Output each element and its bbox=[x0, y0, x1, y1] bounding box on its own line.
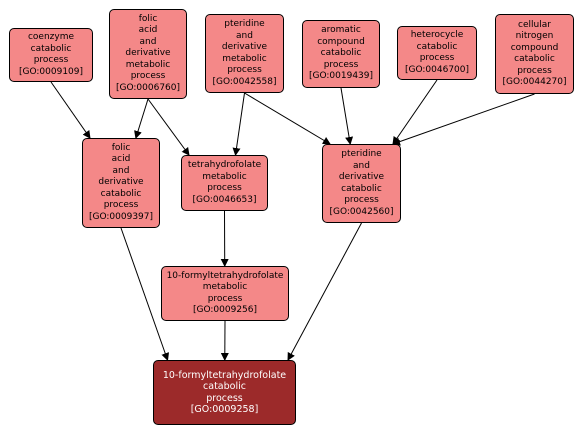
node-label-line: pteridine bbox=[341, 149, 382, 159]
node-label-line: process bbox=[344, 195, 379, 205]
node-label-line: derivative bbox=[125, 48, 171, 59]
node-label-line: folic bbox=[138, 13, 158, 24]
edge-n5-to-n9 bbox=[392, 79, 438, 145]
node-label-line: tetrahydrofolate bbox=[187, 160, 262, 170]
node-label-line: derivative bbox=[221, 42, 268, 52]
node-label-line: coenzyme bbox=[27, 32, 75, 42]
node-label-line: nitrogen bbox=[515, 31, 554, 41]
node-label-line: heterocycle bbox=[410, 30, 464, 40]
edge-n6-to-n9 bbox=[392, 93, 535, 146]
node-label-line: aromatic bbox=[321, 25, 361, 36]
node-go-id: [GO:0009397] bbox=[88, 211, 154, 222]
node-label-line: catabolic bbox=[30, 43, 72, 54]
edge-n4-to-n9 bbox=[340, 87, 354, 145]
node-label-line: catabolic bbox=[320, 48, 362, 59]
node-go-id: [GO:0009109] bbox=[18, 66, 84, 77]
node-go-id: [GO:0019439] bbox=[308, 71, 374, 82]
node-go-id: [GO:0044270] bbox=[502, 77, 567, 87]
node-go-id: [GO:0042558] bbox=[212, 76, 277, 87]
edge-n3-to-n8 bbox=[232, 92, 245, 156]
node-label-line: and bbox=[139, 36, 157, 47]
node-label-line: pteridine bbox=[224, 19, 265, 29]
node-label-line: cellular bbox=[518, 19, 551, 30]
node-go-id: [GO:0009258] bbox=[190, 404, 259, 415]
node-label-line: process bbox=[227, 65, 262, 75]
node-10-formyltetrahydrofolate-catabolic-process[interactable]: 10-formyltetrahydrofolate catabolic proc… bbox=[153, 360, 296, 425]
edge-n1-to-n7 bbox=[50, 81, 91, 139]
node-folic-acid-metabolic-process[interactable]: folic acid and derivative metabolic proc… bbox=[109, 9, 187, 99]
node-go-id: [GO:0006760] bbox=[115, 82, 181, 93]
node-heterocycle-catabolic-process[interactable]: heterocycle catabolic process [GO:004670… bbox=[397, 26, 477, 80]
node-label-line: catabolic bbox=[416, 41, 458, 52]
node-label-line: compound bbox=[317, 36, 365, 47]
node-label-line: folic bbox=[111, 142, 131, 153]
node-label-line: process bbox=[207, 183, 242, 193]
node-label-line: catabolic bbox=[514, 54, 555, 64]
edge-n9-to-n11 bbox=[287, 222, 362, 361]
node-label-line: process bbox=[517, 65, 552, 76]
edge-n2-to-n8 bbox=[147, 98, 190, 156]
node-label-line: and bbox=[353, 160, 370, 171]
node-go-id: [GO:0046700] bbox=[404, 64, 470, 75]
edge-n2-to-n7 bbox=[134, 98, 149, 139]
edge-n7-to-n11 bbox=[120, 227, 170, 361]
node-go-id: [GO:0042560] bbox=[329, 206, 394, 217]
node-label-line: and bbox=[236, 30, 253, 41]
node-label-line: derivative bbox=[338, 172, 385, 182]
node-label-line: metabolic bbox=[202, 282, 248, 292]
node-label-line: metabolic bbox=[222, 53, 267, 64]
node-label-line: catabolic bbox=[100, 188, 142, 199]
node-pteridine-metabolic-process[interactable]: pteridine and derivative metabolic proce… bbox=[205, 14, 284, 93]
node-label-line: derivative bbox=[98, 177, 144, 188]
node-folic-acid-catabolic-process[interactable]: folic acid and derivative catabolic proc… bbox=[82, 138, 160, 228]
node-tetrahydrofolate-metabolic-process[interactable]: tetrahydrofolate metabolic process [GO:0… bbox=[181, 155, 268, 211]
node-label-line: process bbox=[207, 293, 243, 304]
node-go-id: [GO:0046653] bbox=[192, 194, 257, 205]
node-label-line: metabolic bbox=[202, 171, 247, 182]
node-label-line: 10-formyltetrahydrofolate bbox=[166, 270, 284, 281]
node-label-line: process bbox=[323, 59, 359, 70]
node-label-line: process bbox=[33, 55, 69, 65]
node-label-line: process bbox=[103, 200, 139, 211]
node-coenzyme-catabolic-process[interactable]: coenzyme catabolic process [GO:0009109] bbox=[9, 28, 93, 82]
node-label-line: acid bbox=[111, 154, 131, 165]
node-label-line: process bbox=[206, 392, 243, 404]
node-label-line: catabolic bbox=[203, 381, 246, 392]
edge-n3-to-n9 bbox=[244, 92, 331, 145]
node-aromatic-compound-catabolic-process[interactable]: aromatic compound catabolic process [GO:… bbox=[302, 20, 380, 88]
node-label-line: catabolic bbox=[341, 183, 382, 194]
node-go-id: [GO:0009256] bbox=[192, 305, 258, 315]
node-label-line: 10-formyltetrahydrofolate bbox=[162, 369, 287, 381]
node-10-formyltetrahydrofolate-metabolic-process[interactable]: 10-formyltetrahydrofolate metabolic proc… bbox=[161, 266, 289, 321]
node-cellular-nitrogen-compound-catabolic-process[interactable]: cellular nitrogen compound catabolic pro… bbox=[495, 14, 574, 94]
node-label-line: compound bbox=[510, 42, 559, 53]
node-pteridine-catabolic-process[interactable]: pteridine and derivative catabolic proce… bbox=[322, 144, 401, 223]
node-label-line: metabolic bbox=[125, 59, 171, 70]
node-label-line: process bbox=[419, 53, 455, 63]
node-label-line: process bbox=[130, 71, 166, 82]
node-label-line: acid bbox=[138, 25, 158, 36]
node-label-line: and bbox=[112, 165, 130, 176]
